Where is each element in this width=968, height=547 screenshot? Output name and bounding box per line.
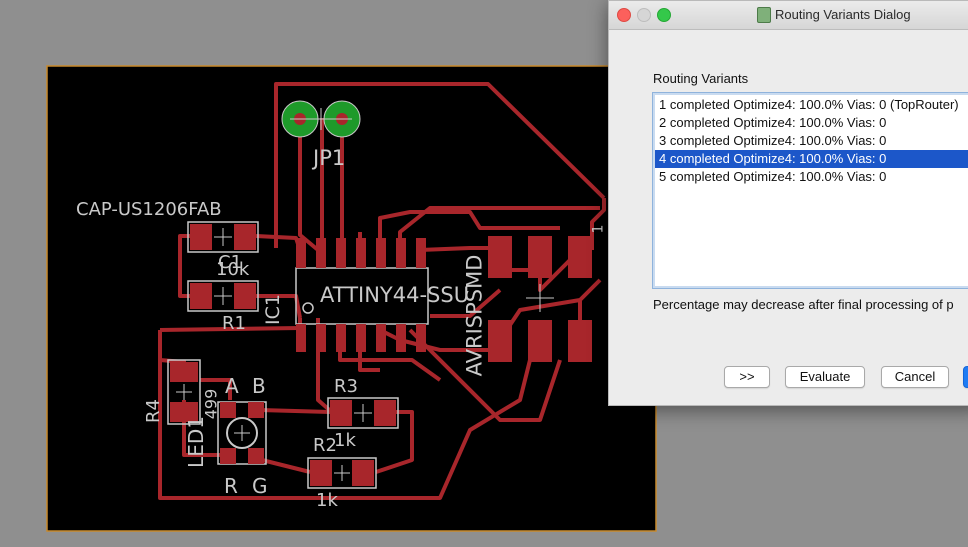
ic-part-label: ATTINY44-SSU xyxy=(320,283,470,307)
r4-value-label: 499 xyxy=(201,388,221,420)
r1-value-label: 10k xyxy=(216,259,250,280)
percentage-note: Percentage may decrease after final proc… xyxy=(653,297,954,312)
variant-row-4[interactable]: 4 completed Optimize4: 100.0% Vias: 0 xyxy=(655,150,968,168)
minimize-window-button[interactable] xyxy=(637,8,651,22)
cap-part-label: CAP-US1206FAB xyxy=(76,199,222,220)
led-g-label: G xyxy=(252,474,268,498)
r2-value-label: 1k xyxy=(316,490,338,511)
jp1-label: JP1 xyxy=(313,146,346,170)
pcb-board xyxy=(46,65,657,532)
led-r-label: R xyxy=(224,474,238,498)
cancel-button[interactable]: Cancel xyxy=(881,366,949,388)
ic-attiny44 xyxy=(295,238,429,352)
app-icon xyxy=(757,7,771,23)
variant-row-2[interactable]: 2 completed Optimize4: 100.0% Vias: 0 xyxy=(659,115,887,130)
led1-label: LED1 xyxy=(183,416,208,468)
dialog-titlebar[interactable]: Routing Variants Dialog xyxy=(609,1,968,30)
evaluate-button[interactable]: Evaluate xyxy=(785,366,865,388)
zoom-window-button[interactable] xyxy=(657,8,671,22)
capacitor-c1 xyxy=(187,221,259,253)
avrisp-pin1-label: 1 xyxy=(590,224,607,234)
routing-variants-list[interactable]: 1 completed Optimize4: 100.0% Vias: 0 (T… xyxy=(652,92,968,289)
next-button[interactable]: >> xyxy=(724,366,770,388)
r1-label: R1 xyxy=(222,313,246,334)
variant-row-1[interactable]: 1 completed Optimize4: 100.0% Vias: 0 (T… xyxy=(659,97,959,112)
led-b-label: B xyxy=(252,374,266,398)
dialog-title: Routing Variants Dialog xyxy=(775,7,911,22)
avrisp-header xyxy=(488,236,592,362)
jp1-header xyxy=(281,100,361,138)
avrisp-label: AVRISPSMD xyxy=(462,254,487,377)
led1 xyxy=(217,401,267,465)
close-window-button[interactable] xyxy=(617,8,631,22)
resistor-r2 xyxy=(307,457,377,489)
resistor-r1 xyxy=(187,280,259,312)
variant-row-3[interactable]: 3 completed Optimize4: 100.0% Vias: 0 xyxy=(659,133,887,148)
r4-label: R4 xyxy=(142,399,164,423)
c1-label: C1 xyxy=(218,252,243,273)
resistor-r4 xyxy=(167,359,201,425)
resistor-r3 xyxy=(327,397,399,429)
led-a-label: A xyxy=(225,374,239,398)
ic1-label: IC1 xyxy=(261,294,284,325)
routing-variants-dialog: Routing Variants Dialog Routing Variants… xyxy=(608,0,968,406)
variant-row-5[interactable]: 5 completed Optimize4: 100.0% Vias: 0 xyxy=(659,169,887,184)
r3-label: R3 xyxy=(334,376,358,397)
r2-label: R2 xyxy=(313,435,337,456)
r3-value-label: 1k xyxy=(334,430,356,451)
ok-button[interactable] xyxy=(963,366,968,388)
routing-variants-label: Routing Variants xyxy=(653,71,749,86)
